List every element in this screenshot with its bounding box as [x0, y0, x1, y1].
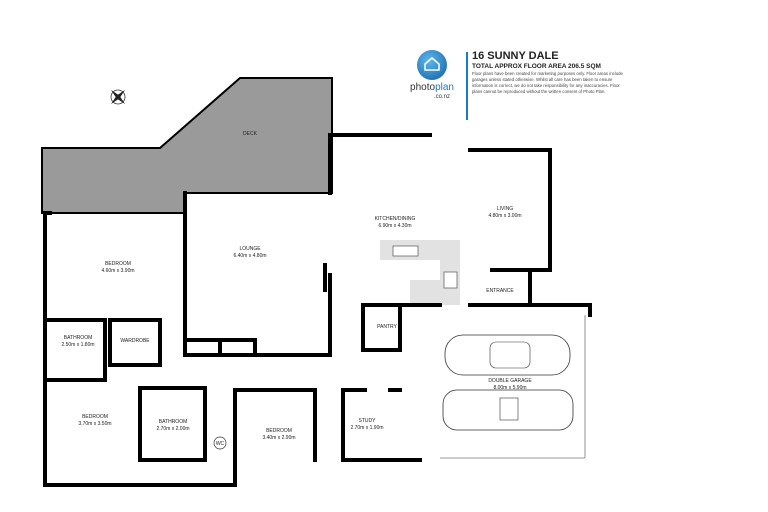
room-name: KITCHEN/DINING — [375, 216, 416, 222]
room-wardrobe: WARDROBE — [120, 338, 150, 344]
room-name: DECK — [243, 131, 258, 137]
disclaimer: Floor plans have been created for market… — [472, 71, 623, 94]
car-icon — [442, 389, 574, 431]
room-dims: 6.90m x 4.30m — [378, 223, 411, 229]
house-logo-icon — [417, 50, 447, 80]
room-name: ENTRANCE — [486, 288, 514, 294]
floor-area: TOTAL APPROX FLOOR AREA 206.5 SQM — [472, 63, 601, 70]
room-dims: 4.80m x 3.00m — [488, 213, 521, 219]
room-wc: WC — [213, 436, 227, 450]
room-dims: 2.70m x 2.00m — [156, 426, 189, 432]
room-pantry: PANTRY — [377, 324, 397, 330]
logo-brand-b: plan — [435, 82, 454, 93]
property-title: 16 SUNNY DALE — [472, 50, 559, 62]
header-divider — [466, 52, 468, 120]
room-name: DOUBLE GARAGE — [488, 378, 532, 384]
room-name: BATHROOM — [159, 419, 188, 425]
room-name: PANTRY — [377, 324, 397, 330]
deck-area — [41, 77, 333, 214]
car-icon — [444, 334, 571, 376]
room-dims: 6.40m x 4.80m — [233, 253, 266, 259]
room-name: LIVING — [497, 206, 514, 212]
room-name: WARDROBE — [120, 338, 150, 344]
logo-brand-a: photo — [410, 82, 436, 93]
walls — [43, 133, 592, 487]
room-name: LOUNGE — [239, 246, 261, 252]
room-entrance: ENTRANCE — [486, 288, 514, 294]
photoplan-logo: photoplan .co.nz — [402, 50, 462, 101]
room-dims: 3.70m x 3.50m — [78, 421, 111, 427]
compass-icon — [110, 89, 126, 105]
room-name: WC — [216, 441, 225, 447]
room-dims: 2.50m x 1.80m — [61, 342, 94, 348]
logo-tld: .co.nz — [433, 94, 450, 100]
room-dims: 8.00m x 5.90m — [493, 385, 526, 391]
room-name: STUDY — [359, 418, 377, 424]
room-dims: 3.40m x 2.90m — [262, 435, 295, 441]
room-name: BATHROOM — [64, 335, 93, 341]
room-deck: DECK — [243, 131, 258, 137]
room-name: BEDROOM — [266, 428, 292, 434]
room-dims: 2.70m x 1.90m — [350, 425, 383, 431]
kitchen-counter — [380, 240, 460, 305]
room-name: BEDROOM — [105, 261, 131, 267]
room-name: BEDROOM — [82, 414, 108, 420]
plan-header: 16 SUNNY DALE TOTAL APPROX FLOOR AREA 20… — [466, 50, 626, 120]
room-dims: 4.60m x 3.90m — [101, 268, 134, 274]
